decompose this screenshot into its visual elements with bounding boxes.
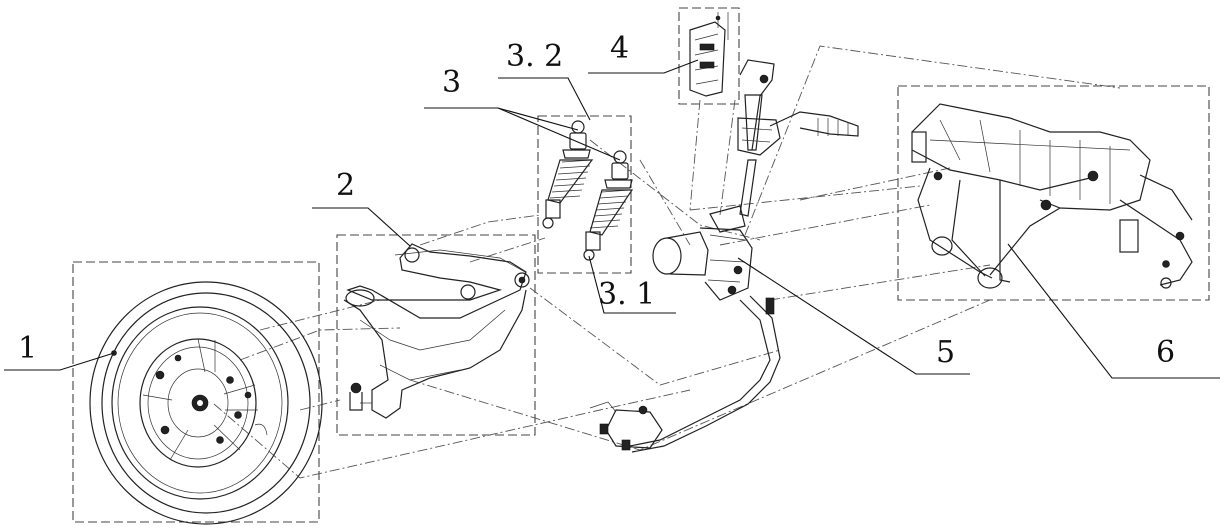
frame-box: [897, 85, 1210, 301]
swingarm-box: [336, 234, 536, 436]
part-labels: 1 2 3 3. 2 4 3. 1 5 6: [18, 31, 1175, 370]
bracket-part: [689, 12, 729, 97]
label-wheel: 1: [18, 331, 37, 366]
label-steering-assembly: 5: [936, 335, 955, 370]
frame-part: [911, 103, 1193, 289]
label-bracket: 4: [610, 31, 629, 66]
label-frame: 6: [1156, 335, 1175, 370]
shock-upper: [542, 120, 594, 229]
shock-box: [537, 115, 632, 274]
swingarm: [343, 243, 530, 419]
leader-lines: [4, 59, 1220, 379]
wheel-assembly: [89, 281, 323, 525]
wheel-box: [72, 261, 320, 523]
label-shock-absorbers: 3: [442, 65, 461, 100]
steering-assembly: [589, 59, 859, 453]
label-shock-upper: 3. 2: [506, 39, 563, 74]
label-shock-lower: 3. 1: [598, 277, 655, 312]
bracket-box: [678, 7, 740, 105]
assembly-lines: [213, 45, 1121, 479]
shock-absorbers: [542, 120, 634, 261]
label-swingarm: 2: [336, 168, 355, 203]
shock-lower: [583, 150, 634, 261]
